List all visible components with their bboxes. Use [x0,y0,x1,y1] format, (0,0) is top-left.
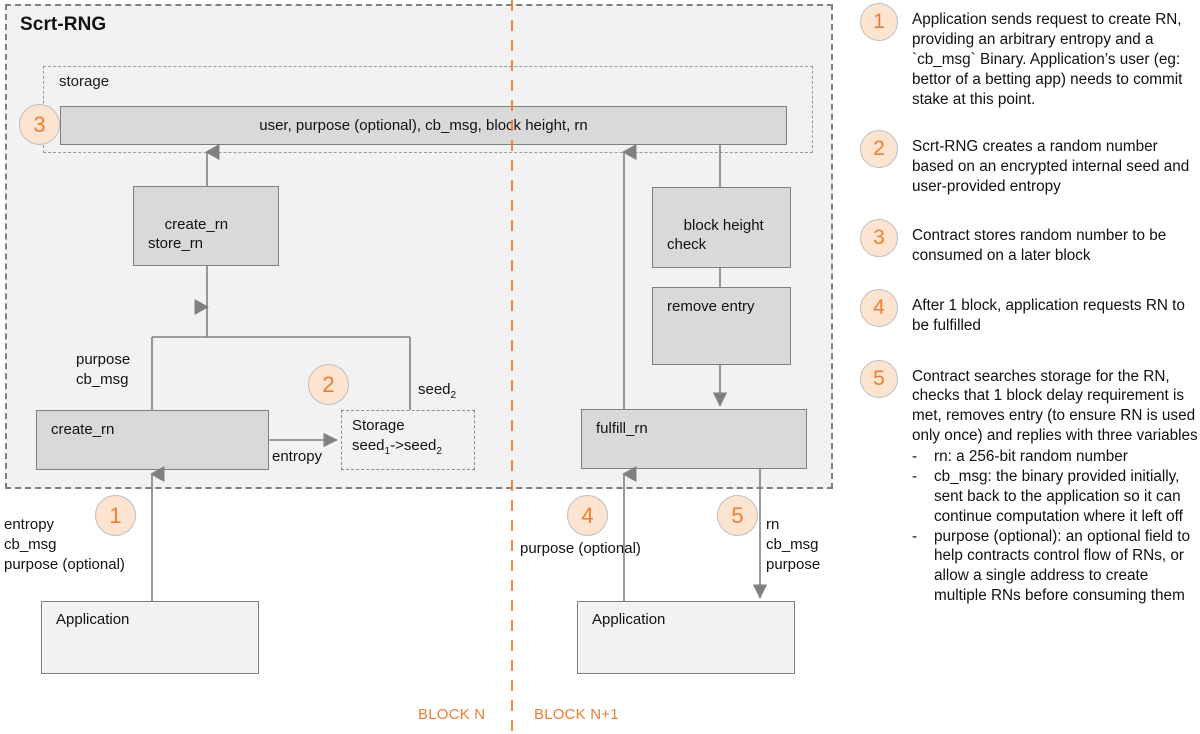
legend-badge-3-label: 3 [873,226,885,249]
legend-item: 2 Scrt-RNG creates a random number based… [860,130,1200,197]
legend-dash-icon: - [912,467,918,485]
legend-sublist: - rn: a 256-bit random number - cb_msg: … [912,447,1200,606]
label-purpose-optional: purpose (optional) [520,540,641,557]
fulfill-rn-box[interactable]: fulfill_rn [581,409,807,469]
badge-2: 2 [308,364,349,405]
application-right-text: Application [592,611,666,628]
legend-badge-5-label: 5 [873,366,885,390]
legend-text-2: Scrt-RNG creates a random number based o… [912,138,1190,196]
fulfill-rn-text: fulfill_rn [596,420,648,437]
legend-sub-text: purpose (optional): an optional field to… [934,527,1190,605]
label-rn-cbmsg-purpose: rn cb_msg purpose [766,516,821,574]
badge-1-label: 1 [109,502,122,528]
application-right-box[interactable]: Application [577,601,795,674]
legend-text-5-main: Contract searches storage for the RN, ch… [912,367,1198,445]
legend-badge-2: 2 [860,130,898,169]
badge-3: 3 [19,104,60,145]
badge-2-label: 2 [322,371,335,397]
badge-5: 5 [717,495,758,536]
legend-badge-4-label: 4 [873,295,885,319]
legend-badge-1: 1 [860,3,898,41]
legend-item: 4 After 1 block, application requests RN… [860,288,1200,336]
label-entropy-cbmsg-purpose: entropy cb_msg purpose (optional) [4,516,125,574]
legend-text-4: After 1 block, application requests RN t… [912,296,1185,334]
legend-dash-icon: - [912,448,918,465]
legend-item: 5 Contract searches storage for the RN, … [860,359,1200,607]
legend-sub-text: cb_msg: the binary provided initially, s… [934,467,1183,525]
legend-item: 1 Application sends request to create RN… [860,3,1200,109]
block-height-check-text: block height check [667,217,764,254]
legend-sub-item: - purpose (optional): an optional field … [912,527,1200,607]
badge-1: 1 [95,495,136,536]
create-store-rn-text: create_rn store_rn [148,216,229,253]
badge-5-label: 5 [731,502,744,528]
legend-badge-1-label: 1 [873,10,885,33]
storage-group-label: storage [59,73,110,90]
storage-seed-formula: seed1->seed2 [352,436,442,457]
label-block-n1: BLOCK N+1 [534,706,619,723]
label-block-n: BLOCK N [418,706,486,723]
legend-badge-2-label: 2 [873,137,885,161]
storage-entry-box[interactable]: user, purpose (optional), cb_msg, block … [60,106,787,145]
legend-sub-item: - cb_msg: the binary provided initially,… [912,467,1200,527]
legend-dash-icon: - [912,527,918,545]
legend-badge-3: 3 [860,219,898,257]
label-purpose-cbmsg: purpose cb_msg [76,351,131,389]
legend-item: 3 Contract stores random number to be co… [860,219,1200,266]
badge-4: 4 [567,495,608,536]
application-left-box[interactable]: Application [41,601,259,674]
legend-badge-4: 4 [860,288,898,327]
legend-badge-5: 5 [860,359,898,398]
badge-3-label: 3 [33,111,46,137]
remove-entry-box[interactable]: remove entry [652,287,791,365]
legend-text-3: Contract stores random number to be cons… [912,227,1167,264]
create-rn-text: create_rn [51,421,115,438]
storage-entry-text: user, purpose (optional), cb_msg, block … [259,116,588,134]
application-left-text: Application [56,611,130,628]
block-height-check-box[interactable]: block height check [652,187,791,268]
legend-sub-item: - rn: a 256-bit random number [912,447,1200,467]
create-rn-box[interactable]: create_rn [36,410,269,470]
label-seed2: seed2 [418,381,457,401]
create-store-rn-box[interactable]: create_rn store_rn [133,186,279,266]
legend-text-5: Contract searches storage for the RN, ch… [912,360,1200,607]
legend-sub-text: rn: a 256-bit random number [934,448,1128,465]
remove-entry-text: remove entry [667,298,755,315]
scrt-rng-title: Scrt-RNG [20,14,107,35]
badge-4-label: 4 [581,502,594,528]
label-entropy: entropy [272,448,323,465]
legend-text-1: Application sends request to create RN, … [912,11,1183,108]
legend-panel: 1 Application sends request to create RN… [860,0,1200,734]
storage-seed-box: Storage seed1->seed2 [341,410,475,470]
storage-seed-title: Storage [352,417,405,434]
